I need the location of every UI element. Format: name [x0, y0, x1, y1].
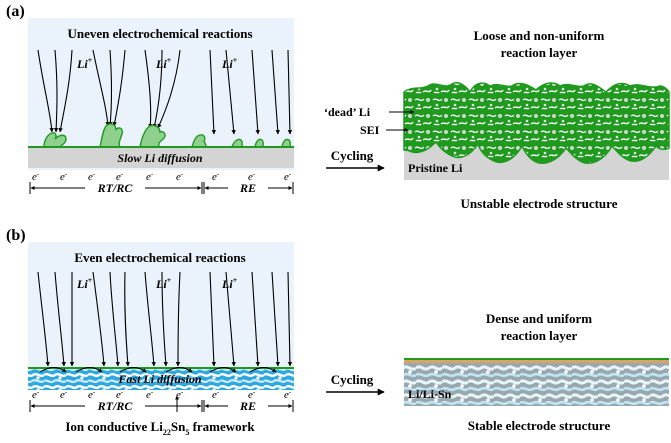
panel-b-li-flux-arrows: [37, 271, 293, 367]
svg-text:e-: e-: [212, 388, 220, 401]
panel-b-electrons: e- e- e- e- e- e- e- e- e-: [32, 388, 292, 401]
svg-text:e-: e-: [146, 388, 154, 401]
svg-text:e-: e-: [116, 170, 124, 183]
svg-text:e-: e-: [116, 388, 124, 401]
panel-b-lisn-electrode: [404, 362, 669, 406]
svg-text:e-: e-: [212, 170, 220, 183]
panel-a-result-title-line2: reaction layer: [501, 45, 578, 60]
svg-text:e-: e-: [176, 388, 184, 401]
panel-a-li-metal: [28, 147, 294, 168]
panel-b-region-re: RE: [239, 399, 256, 413]
panel-a-background: [28, 18, 294, 170]
panel-a-diffusion-label: Slow Li diffusion: [117, 151, 202, 165]
svg-text:e-: e-: [32, 388, 40, 401]
panel-a-li-ion-3: Li+: [221, 56, 238, 71]
svg-text:e-: e-: [248, 170, 256, 183]
panel-b-framework-label: Ion conductive Li22Sn5 framework: [65, 419, 255, 437]
svg-text:e-: e-: [32, 170, 40, 183]
svg-text:e-: e-: [248, 388, 256, 401]
panel-b-result-title-line2: reaction layer: [501, 328, 578, 343]
panel-b-cycling-label: Cycling: [331, 372, 374, 387]
svg-text:e-: e-: [60, 170, 68, 183]
panel-a-substrate-label: Pristine Li: [408, 161, 463, 175]
svg-text:e-: e-: [176, 170, 184, 183]
panel-a-label: (a): [6, 3, 25, 20]
panel-a-sei-label: SEI: [360, 123, 380, 137]
panel-b-reaction-layer: [404, 359, 669, 363]
svg-text:e-: e-: [146, 170, 154, 183]
svg-text:e-: e-: [60, 388, 68, 401]
panel-a-li-ion-2: Li+: [155, 56, 172, 71]
panel-a-region-rt-rc: RT/RC: [97, 181, 134, 195]
panel-b-substrate-label: Li/Li-Sn: [408, 387, 452, 401]
panel-b-title: Even electrochemical reactions: [74, 250, 245, 265]
panel-b-li-ion-2: Li+: [155, 276, 172, 291]
panel-b-lateral-diffusion-arrows: [39, 367, 277, 373]
panel-a-dead-li-label: ‘dead’ Li: [324, 105, 371, 119]
panel-b-li-ion-1: Li+: [76, 276, 93, 291]
panel-a-cycling-label: Cycling: [331, 148, 374, 163]
panel-a-caption: Unstable electrode structure: [461, 196, 618, 211]
panel-b-result-title-line1: Dense and uniform: [486, 311, 592, 326]
panel-b-label: (b): [6, 227, 26, 244]
panel-b-region-rt-rc: RT/RC: [97, 399, 134, 413]
panel-a-li-flux-arrows: [37, 49, 293, 135]
panel-a-li-ion-1: Li+: [76, 56, 93, 71]
panel-b-li-ion-3: Li+: [221, 276, 238, 291]
svg-text:e-: e-: [88, 170, 96, 183]
svg-text:e-: e-: [284, 388, 292, 401]
panel-a-result-title-line1: Loose and non-uniform: [474, 28, 605, 43]
panel-b-region-brackets: [29, 395, 294, 412]
svg-text:e-: e-: [284, 170, 292, 183]
panel-a-reaction-layer: [403, 81, 670, 164]
panel-a-region-brackets: [29, 182, 294, 194]
panel-b-caption: Stable electrode structure: [468, 418, 611, 433]
panel-b-diffusion-label: Fast Li diffusion: [117, 372, 201, 386]
panel-a-title: Uneven electrochemical reactions: [67, 26, 252, 41]
panel-a-electrons: e- e- e- e- e- e- e- e- e-: [32, 170, 292, 183]
svg-text:e-: e-: [88, 388, 96, 401]
panel-b-lisn-framework: [28, 368, 294, 390]
panel-a-dendrites: [43, 123, 291, 148]
panel-a-region-re: RE: [239, 181, 256, 195]
